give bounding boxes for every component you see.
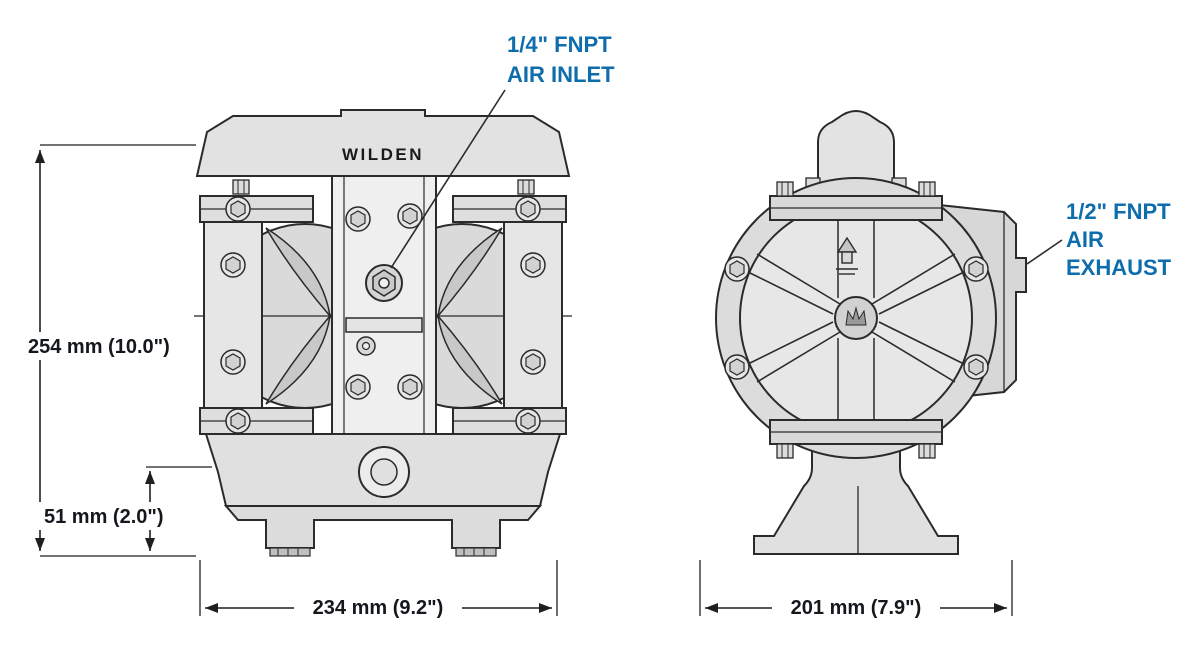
hex-bolt	[520, 252, 546, 278]
foot-pad-hatch	[277, 548, 485, 556]
dimension-overall-height: 254 mm (10.0")	[20, 144, 196, 557]
hex-bolt	[515, 196, 541, 222]
bolt-square	[776, 443, 794, 459]
air-exhaust-callout-line2: AIR	[1066, 227, 1104, 252]
hex-bolt	[220, 349, 246, 375]
dim-label-base-height: 51 mm (2.0")	[44, 506, 164, 528]
right-column	[503, 221, 563, 409]
bolt-square	[232, 179, 250, 195]
top-tower	[817, 110, 895, 197]
dimension-base-height: 51 mm (2.0")	[36, 466, 212, 551]
dimension-side-width: 201 mm (7.9")	[699, 560, 1013, 622]
top-cap	[195, 109, 571, 177]
dim-label-bg	[20, 332, 196, 360]
bottom-port-inner	[370, 458, 398, 486]
brand-label: WILDEN	[342, 145, 424, 164]
center-plate	[345, 317, 423, 333]
air-direction-icon	[836, 236, 858, 275]
air-inlet-callout-line1: 1/4" FNPT	[507, 32, 612, 57]
side-view	[715, 110, 1027, 555]
foot-pad	[455, 547, 497, 557]
dim-label-front-width: 234 mm (9.2")	[313, 597, 444, 619]
dim-label-bg	[294, 592, 462, 622]
hex-bolt	[397, 374, 423, 400]
small-port-inner	[361, 341, 371, 351]
hex-bolt	[520, 349, 546, 375]
crown-logo-icon	[845, 306, 867, 326]
air-exhaust-callout-line1: 1/2" FNPT	[1066, 199, 1171, 224]
air-exhaust-callout-line3: EXHAUST	[1066, 255, 1172, 280]
bolt-square	[918, 181, 936, 197]
hex-bolt	[225, 408, 251, 434]
hex-bolt	[724, 256, 750, 282]
foot-pad	[269, 547, 311, 557]
hex-bolt	[515, 408, 541, 434]
hex-bolt	[345, 374, 371, 400]
hex-bolt	[963, 256, 989, 282]
leader-line-air-inlet	[390, 89, 506, 269]
dimensions: 254 mm (10.0") 51 mm (2.0") 234 mm (9.2"…	[20, 144, 1013, 622]
feet	[223, 505, 543, 549]
spokes	[747, 253, 965, 383]
air-inlet-callout-line2: AIR INLET	[507, 62, 615, 87]
hex-bolt	[963, 354, 989, 380]
bolt-square	[517, 179, 535, 195]
callouts: 1/4" FNPT AIR INLET 1/2" FNPT AIR EXHAUS…	[390, 32, 1172, 280]
hex-bolt	[345, 206, 371, 232]
bolt-square	[918, 443, 936, 459]
hex-bolt	[225, 196, 251, 222]
left-column	[203, 221, 263, 409]
leader-line-air-exhaust	[1026, 239, 1063, 265]
hex-bolt	[724, 354, 750, 380]
dim-label-bg	[36, 502, 188, 530]
dimension-front-width: 234 mm (9.2")	[199, 560, 558, 622]
dim-label-bg	[772, 592, 940, 622]
bolt-square	[776, 181, 794, 197]
stand	[753, 443, 959, 555]
air-inlet-fitting	[365, 264, 403, 302]
hex-bolt	[220, 252, 246, 278]
dim-label-overall-height: 254 mm (10.0")	[28, 336, 170, 358]
dim-label-side-width: 201 mm (7.9")	[791, 597, 922, 619]
front-view: WILDEN	[194, 109, 572, 557]
